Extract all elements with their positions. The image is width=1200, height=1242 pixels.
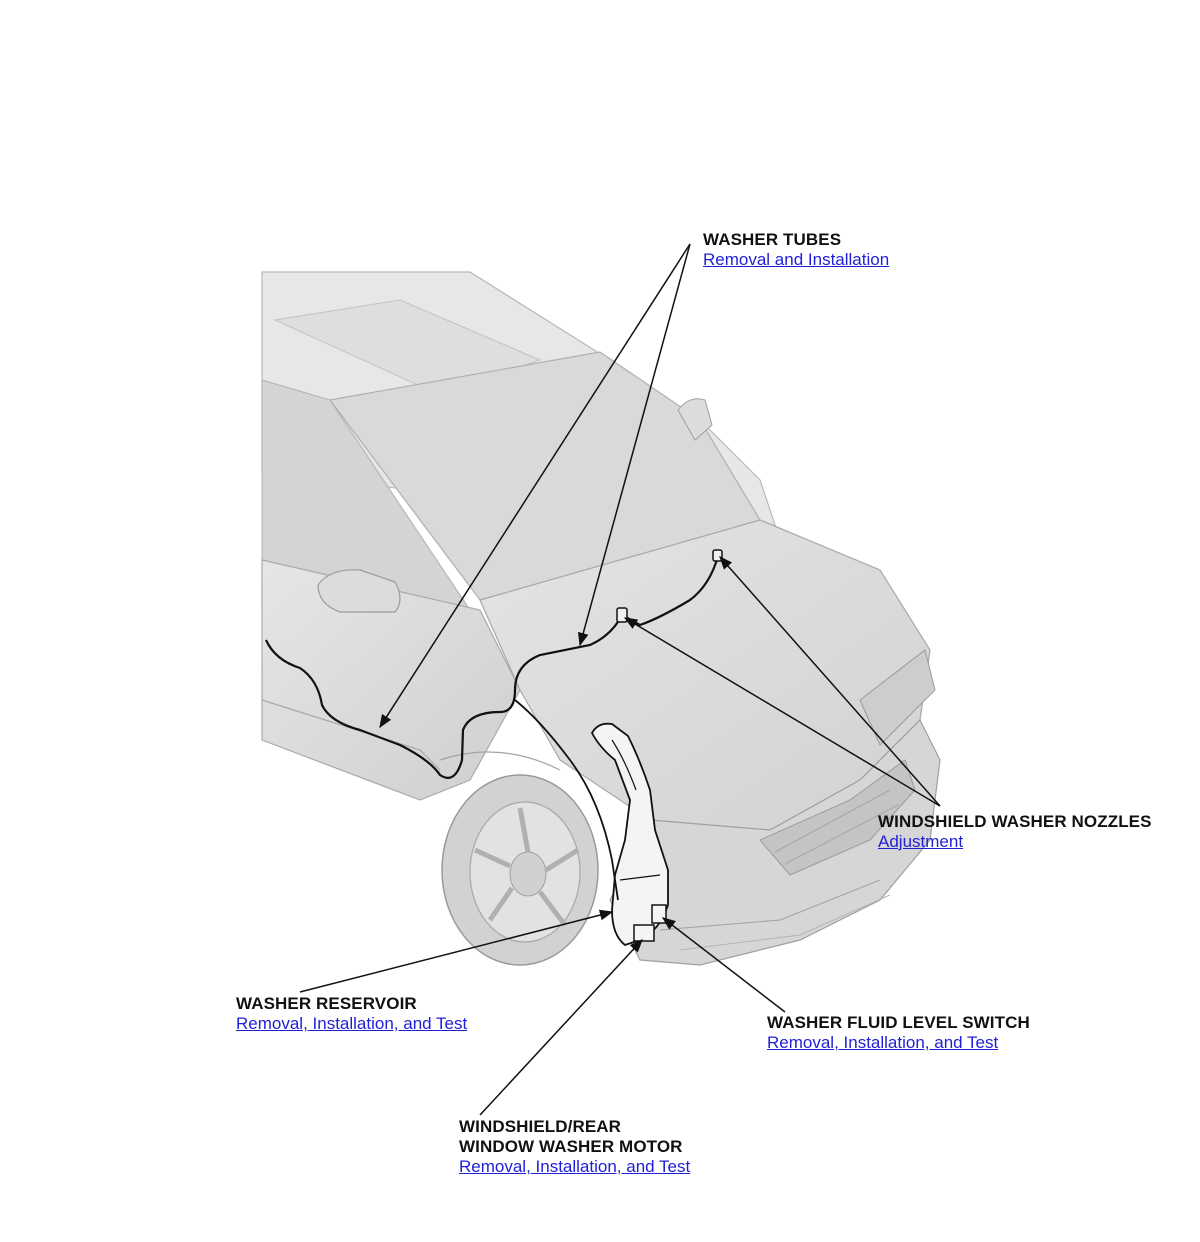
washer-reservoir-link[interactable]: Removal, Installation, and Test	[236, 1014, 468, 1033]
callout-washer-fluid-level-switch: WASHER FLUID LEVEL SWITCH Removal, Insta…	[767, 1013, 1030, 1054]
callout-washer-tubes: WASHER TUBES Removal and Installation	[703, 230, 889, 271]
callout-washer-motor: WINDSHIELD/REAR WINDOW WASHER MOTOR Remo…	[459, 1117, 690, 1178]
leader-nozzle-right	[719, 555, 941, 807]
windshield-washer-nozzles-title: WINDSHIELD WASHER NOZZLES	[878, 812, 1152, 831]
leader-washer-tubes-hood	[578, 243, 691, 647]
leader-nozzle-left	[623, 617, 941, 807]
vehicle-grille	[759, 759, 916, 876]
vehicle-sunroof	[273, 299, 542, 396]
leader-washer-motor	[479, 939, 643, 1116]
washer-motor-title-line2: WINDOW WASHER MOTOR	[459, 1137, 683, 1156]
vehicle-side-body	[261, 559, 521, 801]
callout-washer-reservoir: WASHER RESERVOIR Removal, Installation, …	[236, 994, 467, 1035]
washer-motor-title-line1: WINDSHIELD/REAR	[459, 1117, 622, 1136]
vehicle-side-mirror	[317, 569, 401, 613]
washer-fluid-level-switch-link[interactable]: Removal, Installation, and Test	[767, 1033, 999, 1052]
leader-fluid-level-switch	[661, 917, 786, 1013]
leader-washer-tubes-side	[379, 243, 691, 729]
leader-lines	[299, 243, 941, 1116]
callout-windshield-washer-nozzles: WINDSHIELD WASHER NOZZLES Adjustment	[878, 812, 1152, 853]
washer-nozzle-right	[712, 549, 723, 562]
washer-fluid-level-switch-title: WASHER FLUID LEVEL SWITCH	[767, 1013, 1030, 1032]
washer-tubes-title: WASHER TUBES	[703, 230, 842, 249]
washer-hose	[264, 555, 720, 779]
washer-tubes-link[interactable]: Removal and Installation	[703, 250, 890, 269]
windshield-washer-nozzles-link[interactable]: Adjustment	[878, 832, 964, 851]
vehicle-front-wheel	[441, 774, 599, 966]
washer-reservoir-title: WASHER RESERVOIR	[236, 994, 417, 1013]
washer-nozzle-left	[616, 607, 628, 623]
leader-washer-reservoir	[299, 909, 614, 993]
vehicle-illustration	[261, 271, 941, 966]
washer-motor-link[interactable]: Removal, Installation, and Test	[459, 1157, 691, 1176]
